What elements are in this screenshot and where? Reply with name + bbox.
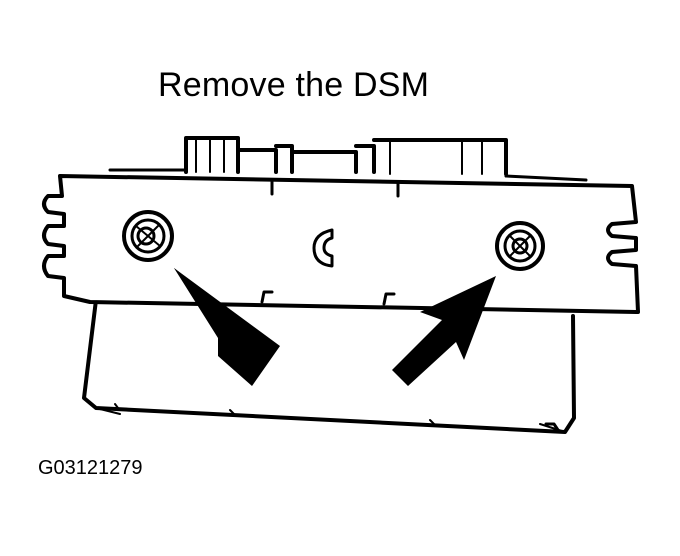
top-connectors	[108, 136, 588, 182]
center-clip	[312, 228, 334, 268]
right-mounting-bolt	[495, 221, 545, 271]
figure-code: G03121279	[38, 457, 143, 479]
figure-title: Remove the DSM	[158, 66, 430, 104]
module-housing	[82, 298, 576, 434]
mounting-plate	[42, 174, 640, 314]
left-arrow-tail	[174, 268, 236, 336]
left-mounting-bolt	[122, 210, 174, 262]
housing-corner-notch	[544, 422, 560, 432]
right-arrow	[392, 276, 496, 386]
